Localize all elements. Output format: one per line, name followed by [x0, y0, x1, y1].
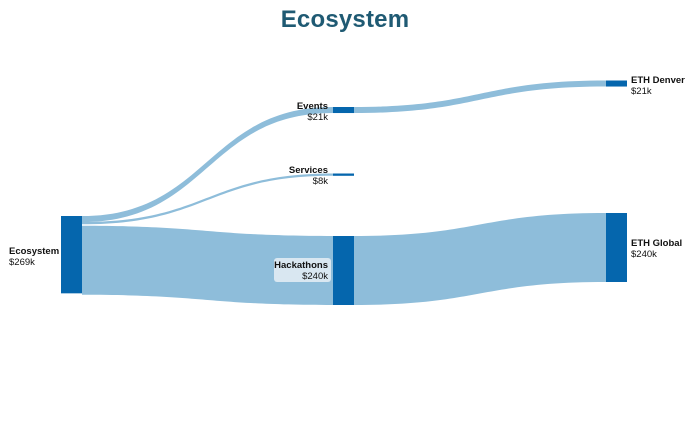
- node-value-hackathons: $240k: [302, 271, 328, 282]
- nodes-layer: [61, 80, 627, 305]
- link-ecosystem-to-services: [82, 173, 333, 225]
- links-layer: [82, 80, 606, 305]
- node-label-services: Services$8k: [289, 165, 328, 187]
- node-value-events: $21k: [307, 112, 328, 123]
- link-events-to-eth-denver: [354, 80, 606, 114]
- node-label-ecosystem: Ecosystem$269k: [9, 246, 59, 268]
- node-hackathons: [333, 236, 354, 305]
- node-label-events: Events$21k: [297, 101, 328, 123]
- node-value-eth-global: $240k: [631, 249, 657, 260]
- node-value-ecosystem: $269k: [9, 257, 35, 268]
- link-hackathons-to-eth-global: [354, 213, 606, 305]
- node-value-services: $8k: [313, 176, 329, 187]
- node-eth-denver: [606, 80, 627, 87]
- node-name-hackathons: Hackathons: [274, 260, 328, 271]
- node-services: [333, 173, 354, 176]
- node-label-eth-denver: ETH Denver$21k: [631, 75, 685, 97]
- node-eth-global: [606, 213, 627, 282]
- link-ecosystem-to-events: [82, 107, 333, 223]
- node-value-eth-denver: $21k: [631, 86, 652, 97]
- label-background: [274, 258, 331, 282]
- node-ecosystem: [61, 216, 82, 294]
- labels-layer: Ecosystem$269kEvents$21kServices$8kHacka…: [9, 75, 685, 282]
- node-name-services: Services: [289, 165, 328, 176]
- node-label-hackathons: Hackathons$240k: [274, 258, 331, 282]
- node-events: [333, 107, 354, 114]
- node-name-events: Events: [297, 101, 328, 112]
- node-name-eth-global: ETH Global: [631, 238, 682, 249]
- chart-title: Ecosystem: [280, 6, 410, 33]
- link-ecosystem-to-hackathons: [82, 225, 333, 305]
- node-label-eth-global: ETH Global$240k: [631, 238, 682, 260]
- node-name-ecosystem: Ecosystem: [9, 246, 59, 257]
- node-name-eth-denver: ETH Denver: [631, 75, 685, 86]
